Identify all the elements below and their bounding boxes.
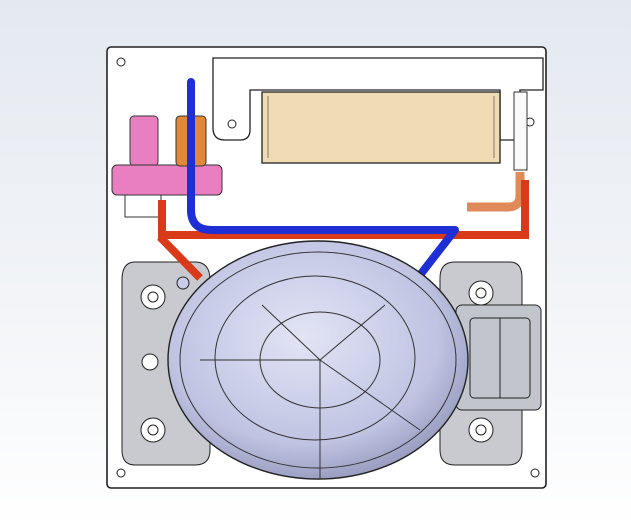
port-icon: [176, 276, 190, 290]
mount-hole-icon: [530, 468, 540, 478]
bolt-center: [475, 424, 487, 436]
shell-seam: [319, 359, 421, 431]
pink-fitting-stem: [124, 194, 162, 218]
transformer-block: [261, 91, 501, 164]
discharge-pipe-branch: [157, 234, 203, 281]
bracket-hole-icon: [227, 119, 237, 129]
copper-pipe: [467, 172, 525, 212]
mount-hole-icon: [116, 468, 126, 478]
terminal-box: [455, 304, 542, 411]
bolt-center: [475, 287, 487, 299]
discharge-pipe: [158, 180, 529, 239]
bolt-center: [147, 291, 159, 303]
bolt-center: [147, 424, 159, 436]
pink-fitting: [129, 115, 159, 167]
suction-pipe: [187, 78, 459, 279]
shell-seam: [261, 304, 321, 361]
pink-fitting-nut: [111, 164, 223, 196]
white-tube: [513, 91, 528, 171]
shell-ring: [179, 251, 457, 469]
shell-seam: [319, 304, 386, 361]
shell-ring: [214, 275, 416, 441]
mount-hole-icon: [116, 57, 126, 67]
mount-hole-icon: [141, 353, 159, 371]
